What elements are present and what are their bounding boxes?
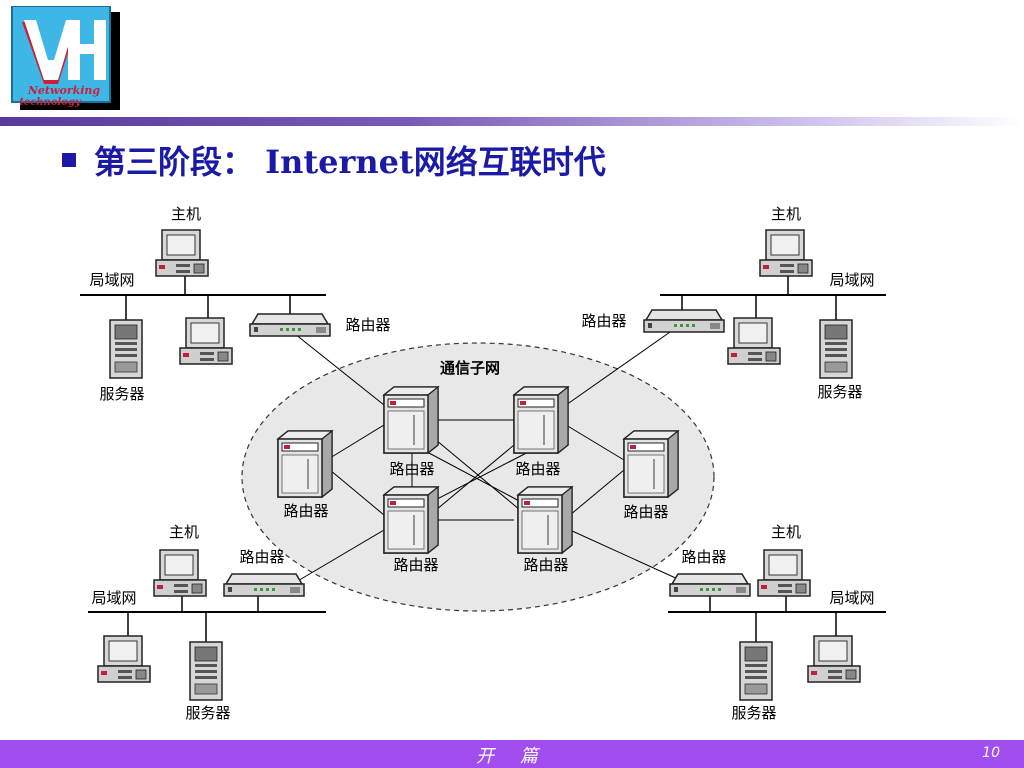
host-computer-icon bbox=[759, 229, 813, 277]
workstation-icon bbox=[727, 317, 781, 365]
server-label: 服务器 bbox=[99, 385, 144, 403]
core-router-label-top-left: 路由器 bbox=[389, 460, 434, 478]
lan-top-right: 主机 局域网 路由器 服务器 bbox=[581, 205, 886, 401]
page-heading: 第三阶段： Internet网络互联时代 bbox=[62, 138, 606, 182]
router-label: 路由器 bbox=[345, 316, 390, 334]
subnet-label: 通信子网 bbox=[440, 359, 500, 377]
heading-text: 第三阶段： Internet网络互联时代 bbox=[94, 143, 606, 181]
page-number: 10 bbox=[982, 745, 1000, 761]
lan-bottom-left: 主机 路由器 局域网 服务器 bbox=[88, 523, 326, 722]
footer-bar: 开 篇 10 bbox=[0, 740, 1024, 768]
core-router-top-right bbox=[513, 386, 569, 454]
router-icon bbox=[643, 309, 725, 333]
footer-title: 开 篇 bbox=[476, 746, 548, 767]
lan-bottom-right: 主机 路由器 局域网 服务器 bbox=[668, 523, 886, 722]
workstation-icon bbox=[97, 635, 151, 683]
core-router-left bbox=[277, 430, 333, 498]
logo-line1: Networking bbox=[27, 84, 101, 97]
workstation-icon bbox=[179, 317, 233, 365]
server-label: 服务器 bbox=[731, 704, 776, 722]
host-computer-icon bbox=[757, 549, 811, 597]
network-diagram: 通信子网 路由器 路由器 路由器 路由器 路由器 路由器 bbox=[80, 205, 886, 722]
router-icon bbox=[669, 573, 751, 597]
server-icon bbox=[739, 641, 773, 701]
host-label: 主机 bbox=[169, 523, 199, 541]
core-router-bottom-right bbox=[517, 486, 573, 554]
server-icon bbox=[819, 319, 853, 379]
host-label: 主机 bbox=[771, 523, 801, 541]
core-router-label-bottom-right: 路由器 bbox=[523, 556, 568, 574]
host-computer-icon bbox=[155, 229, 209, 277]
core-router-label-top-right: 路由器 bbox=[515, 460, 560, 478]
lan-label: 局域网 bbox=[91, 589, 136, 607]
server-icon bbox=[189, 641, 223, 701]
core-router-top-left bbox=[383, 386, 439, 454]
core-links bbox=[289, 324, 681, 583]
core-router-right bbox=[623, 430, 679, 498]
server-label: 服务器 bbox=[817, 383, 862, 401]
core-router-label-right: 路由器 bbox=[623, 503, 668, 521]
router-icon bbox=[223, 573, 305, 597]
router-label: 路由器 bbox=[681, 548, 726, 566]
core-router-label-left: 路由器 bbox=[283, 502, 328, 520]
lan-label: 局域网 bbox=[829, 589, 874, 607]
router-label: 路由器 bbox=[239, 548, 284, 566]
header-divider bbox=[0, 117, 1024, 126]
lan-label: 局域网 bbox=[89, 271, 134, 289]
host-computer-icon bbox=[153, 549, 207, 597]
lan-top-left: 主机 局域网 服务器 路由器 bbox=[80, 205, 391, 403]
core-router-label-bottom-left: 路由器 bbox=[393, 556, 438, 574]
core-router-bottom-left bbox=[383, 486, 439, 554]
host-label: 主机 bbox=[171, 205, 201, 223]
square-bullet-icon bbox=[62, 153, 76, 167]
workstation-icon bbox=[807, 635, 861, 683]
router-label: 路由器 bbox=[581, 312, 626, 330]
lan-label: 局域网 bbox=[829, 271, 874, 289]
router-icon bbox=[249, 313, 331, 337]
logo: Networking technology bbox=[11, 6, 120, 110]
host-label: 主机 bbox=[771, 205, 801, 223]
server-icon bbox=[109, 319, 143, 379]
logo-line2: technology bbox=[19, 97, 82, 108]
server-label: 服务器 bbox=[185, 704, 230, 722]
